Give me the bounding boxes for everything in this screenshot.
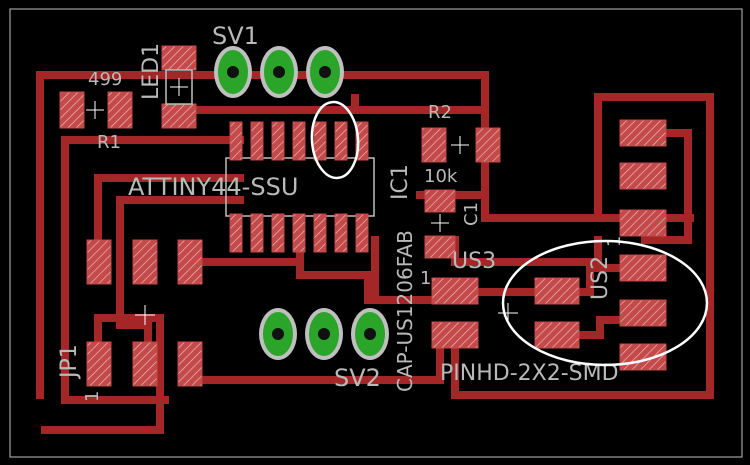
sv2-through-hole-pins: [259, 308, 389, 360]
right-header-pad: [619, 119, 667, 147]
jp1-pad: [132, 341, 158, 387]
ic1-pin: [229, 121, 243, 161]
sv1-pin: [260, 46, 298, 98]
jp1-pad: [132, 239, 158, 285]
jp1-pad: [86, 239, 112, 285]
silkscreen-labels: SV1 499 R1 LED1 R2 10k ATTINY44-SSU IC1 …: [57, 22, 625, 402]
ic1-pin: [292, 213, 306, 253]
ic1-pin: [355, 213, 369, 253]
c1-pad-top: [424, 189, 456, 213]
us3-label: US3: [452, 249, 496, 274]
trace-right-frame: [451, 93, 714, 399]
sv2-pin: [259, 308, 297, 360]
jp1-pad: [86, 341, 112, 387]
right-header-pad: [619, 209, 667, 237]
trace-ic-right: [371, 236, 434, 304]
sv2-label: SV2: [334, 364, 381, 392]
pin-one-marker-us3: 1: [420, 268, 431, 289]
r1-pad-right: [107, 91, 133, 129]
us2-header-ellipse: [501, 239, 709, 367]
right-header-pad: [619, 299, 667, 327]
board-outline: [9, 8, 743, 458]
jp1-pad: [177, 239, 203, 285]
pin-one-marker-jp1: 1: [82, 391, 103, 402]
sv1-pin: [214, 46, 252, 98]
highlight-annotations: [310, 100, 709, 367]
trace-sv2-right: [296, 258, 372, 304]
led1-pad-bottom: [161, 103, 197, 129]
trace-us3-mid: [451, 264, 649, 296]
sv1-label: SV1: [212, 22, 259, 50]
ic1-pin: [250, 121, 264, 161]
sv1-through-hole-pins: [214, 46, 344, 98]
origin-crosshairs: [86, 78, 518, 325]
led1-silk-outline: [165, 69, 193, 105]
right-header-pad: [619, 254, 667, 282]
c1-part-label: CAP-US1206FAB: [393, 230, 417, 392]
r1-value-label: 499: [88, 69, 122, 90]
c1-label: C1: [461, 202, 482, 226]
trace-r1-down: [61, 136, 169, 404]
ic1-part-label: ATTINY44-SSU: [128, 173, 298, 201]
ic1-pin: [355, 121, 369, 161]
ic1-pin: [229, 213, 243, 253]
right-header-pad: [619, 162, 667, 190]
ic1-pin: [271, 121, 285, 161]
ic1-pin: [334, 213, 348, 253]
led1-pad-top: [161, 45, 197, 71]
trace-bottom-run: [186, 331, 444, 384]
us2-label: US2: [588, 256, 613, 300]
r1-pad-left: [59, 91, 85, 129]
sv2-pin: [351, 308, 389, 360]
sv1-pin: [306, 46, 344, 98]
r2-pad-left: [421, 127, 447, 163]
r2-label: R2: [428, 102, 452, 123]
ic1-pin: [334, 121, 348, 161]
us2-pad: [534, 321, 580, 349]
trace-sv1-left: [176, 94, 359, 114]
jp1-label: JP1: [57, 344, 82, 380]
r2-pad-right: [475, 127, 501, 163]
ic1-pin: [313, 121, 327, 161]
sv1-pin-column-ellipse: [310, 100, 360, 180]
us3-pad: [431, 321, 479, 349]
us3-pad: [431, 277, 479, 305]
ic1-label: IC1: [388, 164, 413, 200]
led1-label: LED1: [139, 43, 164, 100]
ic1-pin: [292, 121, 306, 161]
ic1-pin: [271, 213, 285, 253]
ic1-pins: [229, 121, 369, 253]
jp1-pad: [177, 341, 203, 387]
us2-pad: [534, 277, 580, 305]
sv2-pin: [305, 308, 343, 360]
c1-pad-bottom: [424, 235, 456, 259]
ic1-pin: [250, 213, 264, 253]
r1-label: R1: [97, 132, 121, 153]
trace-jp-bottom: [41, 314, 164, 434]
r2-value-label: 10k: [424, 166, 458, 187]
smd-pads: [59, 45, 667, 387]
ic1-pin: [313, 213, 327, 253]
